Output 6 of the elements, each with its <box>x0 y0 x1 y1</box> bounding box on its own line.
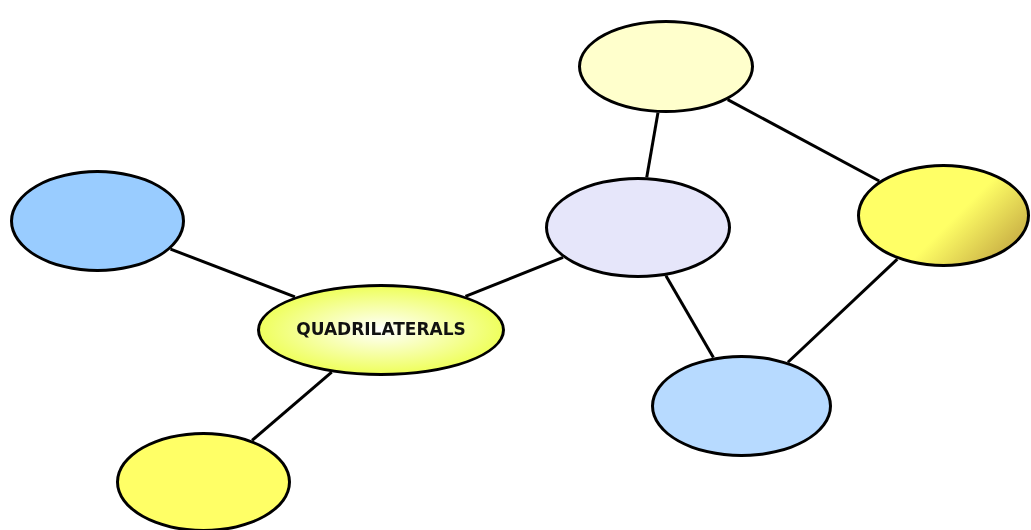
connector-line <box>786 257 899 364</box>
connector-line <box>464 256 564 298</box>
connector-line <box>645 112 660 178</box>
connector-line <box>170 247 296 299</box>
node-label: QUADRILATERALS <box>296 318 466 342</box>
connector-line <box>727 98 880 183</box>
